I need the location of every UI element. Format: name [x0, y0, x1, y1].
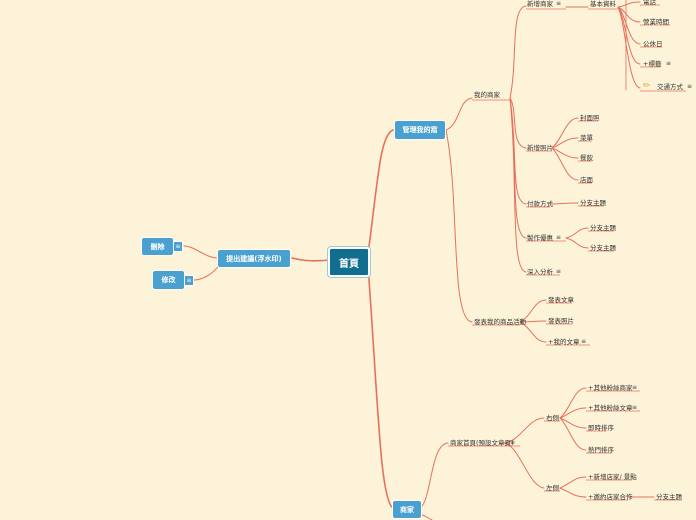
- root-node[interactable]: 首頁: [328, 247, 370, 277]
- node-invite-shop[interactable]: +邀約店家合作: [588, 493, 633, 501]
- menu-icon[interactable]: ≡: [173, 241, 183, 252]
- node-left-side[interactable]: 左側: [546, 484, 559, 492]
- node-publish-photo[interactable]: 發表照片: [548, 317, 574, 325]
- node-publish-article[interactable]: 發表文章: [548, 296, 574, 304]
- node-deep-analysis[interactable]: 深入分析: [527, 268, 553, 276]
- node-hours[interactable]: 營業時間: [643, 18, 669, 26]
- menu-icon[interactable]: ≡: [632, 404, 638, 411]
- menu-icon[interactable]: ≡: [556, 234, 562, 241]
- node-payment[interactable]: 付款方式: [527, 200, 553, 208]
- node-other-fan-articles[interactable]: +其他粉絲文章: [588, 404, 633, 412]
- node-menu-photo[interactable]: 菜單: [580, 134, 593, 142]
- menu-icon[interactable]: ≡: [556, 0, 562, 7]
- node-cooperate-subtopic[interactable]: 分支主題: [656, 493, 682, 501]
- pencil-icon: ✏: [643, 81, 651, 91]
- menu-icon[interactable]: ≡: [581, 338, 587, 345]
- node-right-side[interactable]: 右側: [546, 414, 559, 422]
- node-other-fan-shops[interactable]: +其他粉絲商家: [588, 384, 633, 392]
- node-my-articles[interactable]: +我的文章: [548, 338, 580, 346]
- node-realtime-sort[interactable]: 即時排序: [588, 424, 614, 432]
- menu-icon[interactable]: ≡: [556, 268, 562, 275]
- node-holiday[interactable]: 公休日: [643, 40, 663, 48]
- node-coupon-subtopic[interactable]: 分支主題: [590, 224, 616, 232]
- node-delete[interactable]: 刪除: [141, 237, 174, 256]
- node-manage-my-nest[interactable]: 管理我的窩: [394, 120, 446, 140]
- node-dining-photo[interactable]: 餐飲: [580, 154, 593, 162]
- node-add-photo[interactable]: 新增照片: [527, 144, 553, 152]
- node-modify[interactable]: 修改: [152, 270, 185, 290]
- node-cover-photo[interactable]: 封面照: [580, 114, 600, 122]
- node-shop[interactable]: 商家: [392, 500, 422, 519]
- node-phone[interactable]: 電話: [643, 0, 656, 6]
- node-transport[interactable]: 交通方式: [657, 83, 683, 91]
- node-shop-homepage[interactable]: 商家首頁(預設文章頁): [450, 439, 514, 447]
- menu-icon[interactable]: ≡: [184, 275, 194, 286]
- menu-icon[interactable]: ≡: [666, 60, 672, 67]
- node-add-shop-spot[interactable]: +新增店家/ 景點: [588, 473, 637, 481]
- node-basic-info[interactable]: 基本資料: [590, 0, 616, 8]
- menu-icon[interactable]: ≡: [687, 83, 693, 90]
- node-popular-sort[interactable]: 熱門排序: [588, 446, 614, 454]
- node-publish[interactable]: 發表我的商品活動: [474, 318, 526, 326]
- menu-icon[interactable]: ≡: [510, 439, 516, 446]
- node-payment-subtopic[interactable]: 分支主題: [580, 199, 606, 207]
- node-my-shop[interactable]: 我的商家: [474, 91, 500, 99]
- node-add-shop[interactable]: 新增商家: [527, 0, 553, 8]
- node-suggestion[interactable]: 提出建議(浮水印): [217, 249, 291, 268]
- node-tag[interactable]: +標籤: [643, 60, 662, 68]
- node-store-photo[interactable]: 店面: [580, 176, 593, 184]
- node-make-coupon[interactable]: 製作優惠: [527, 234, 553, 242]
- node-coupon-subtopic[interactable]: 分支主題: [590, 244, 616, 252]
- menu-icon[interactable]: ≡: [632, 384, 638, 391]
